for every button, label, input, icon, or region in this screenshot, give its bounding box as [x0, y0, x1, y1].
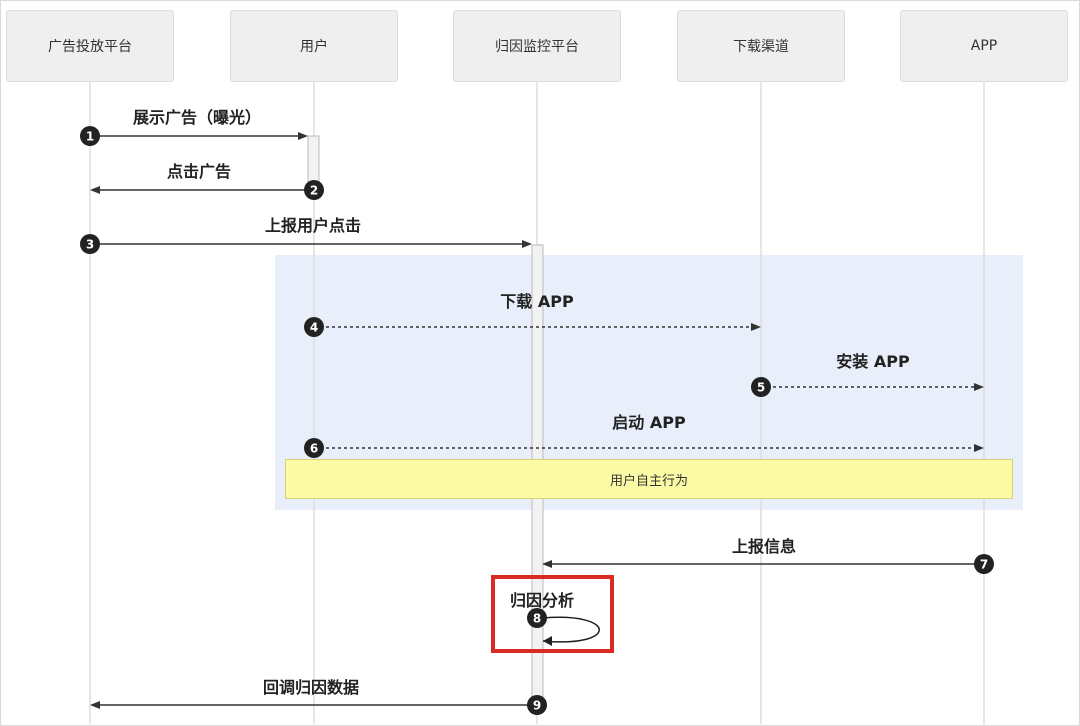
- message-5-arrowhead: [974, 383, 984, 391]
- message-3-number: 3: [86, 238, 94, 252]
- message-1-arrowhead: [298, 132, 308, 140]
- message-9-label: 回调归因数据: [262, 678, 360, 697]
- message-7: 7: [542, 554, 994, 574]
- participant-attribution: 归因监控平台: [453, 10, 621, 82]
- user-behavior-note: 用户自主行为: [285, 459, 1013, 499]
- message-7-label: 上报信息: [731, 537, 797, 556]
- message-3: 3: [80, 234, 532, 254]
- message-9-number: 9: [533, 699, 541, 713]
- participant-user: 用户: [230, 10, 398, 82]
- message-6-number: 6: [310, 442, 318, 456]
- message-4-label: 下载 APP: [500, 292, 574, 311]
- message-1: 1: [80, 126, 308, 146]
- message-2-arrowhead: [90, 186, 100, 194]
- message-8-number: 8: [533, 612, 541, 626]
- message-8-loop: [542, 616, 600, 643]
- message-4-number: 4: [310, 321, 318, 335]
- message-4: 4: [304, 317, 761, 337]
- attribution-analysis-highlight: [491, 575, 614, 653]
- message-3-label: 上报用户点击: [264, 216, 362, 235]
- message-1-marker: [80, 126, 100, 146]
- message-6-label: 启动 APP: [612, 413, 686, 432]
- message-4-arrowhead: [751, 323, 761, 331]
- message-3-arrowhead: [522, 240, 532, 248]
- message-7-marker: [974, 554, 994, 574]
- message-6: 6: [304, 438, 984, 458]
- message-8-arrowhead: [543, 636, 552, 646]
- participant-channel: 下载渠道: [677, 10, 845, 82]
- message-6-marker: [304, 438, 324, 458]
- message-7-arrowhead: [542, 560, 552, 568]
- message-9-arrowhead: [90, 701, 100, 709]
- message-8-label: 归因分析: [509, 591, 575, 610]
- message-3-marker: [80, 234, 100, 254]
- message-1-label: 展示广告（曝光）: [132, 108, 262, 127]
- message-5-marker: [751, 377, 771, 397]
- participant-app: APP: [900, 10, 1068, 82]
- message-4-marker: [304, 317, 324, 337]
- message-1-number: 1: [86, 130, 94, 144]
- message-5-number: 5: [757, 381, 765, 395]
- message-9: 9: [90, 695, 547, 715]
- message-8-marker: [527, 608, 547, 628]
- message-9-marker: [527, 695, 547, 715]
- message-5-label: 安装 APP: [836, 352, 910, 371]
- message-2-number: 2: [310, 184, 318, 198]
- message-2-label: 点击广告: [166, 162, 232, 181]
- participant-ad-platform: 广告投放平台: [6, 10, 174, 82]
- message-7-number: 7: [980, 558, 988, 572]
- message-8: 8: [527, 608, 600, 646]
- message-5: 5: [751, 377, 984, 397]
- message-6-arrowhead: [974, 444, 984, 452]
- message-2-marker: [304, 180, 324, 200]
- message-2: 2: [90, 180, 324, 200]
